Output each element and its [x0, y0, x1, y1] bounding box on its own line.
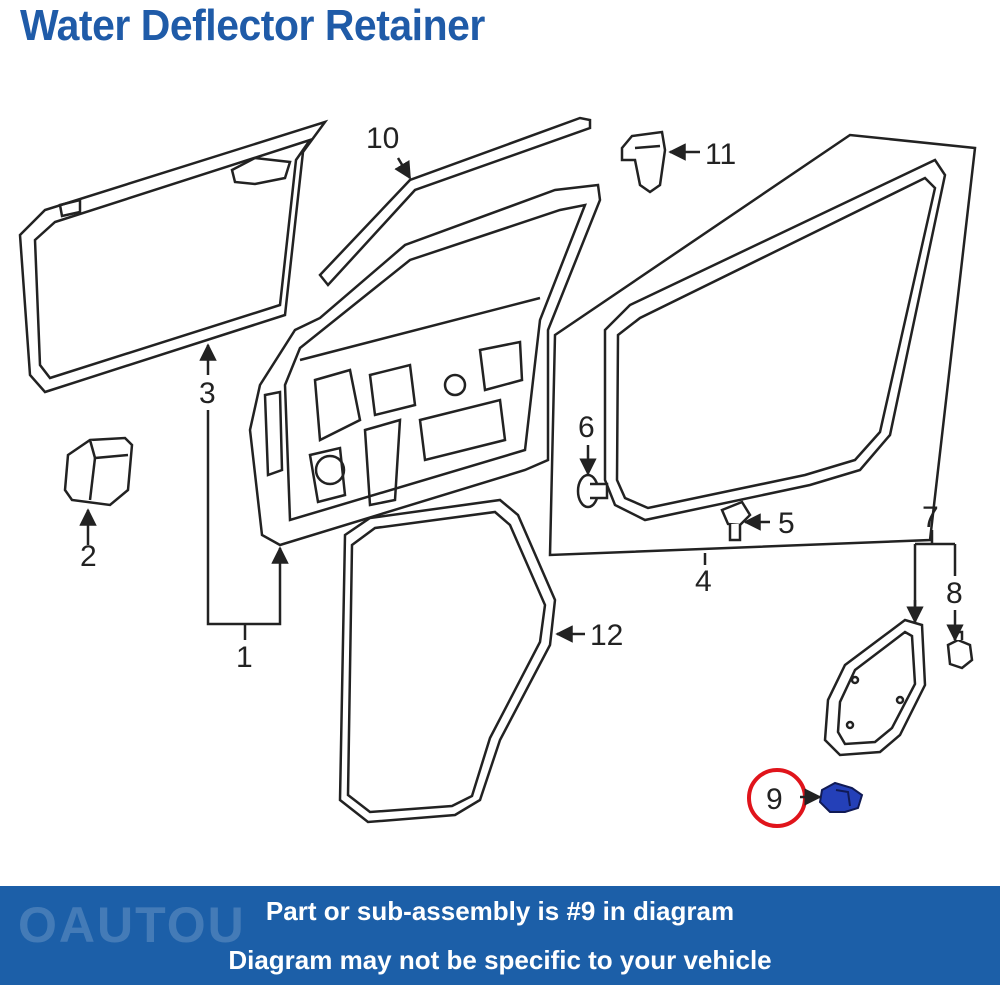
callout-1: 1: [236, 641, 253, 674]
body-opening-panel: [548, 133, 977, 557]
door-weatherstrip: [338, 498, 557, 824]
callout-12: 12: [590, 619, 623, 652]
callout-10: 10: [366, 122, 399, 155]
callout-4: 4: [695, 565, 712, 598]
push-clip-part-6: [576, 473, 609, 509]
callout-9: 9: [766, 783, 783, 816]
parts-diagram: 1 2 3 4 5 6 7 8 9 10 11 12: [18, 116, 977, 828]
clip-part-8: [946, 630, 974, 670]
inner-door-frame: [248, 183, 602, 547]
callout-3: 3: [199, 377, 216, 410]
callout-7: 7: [922, 501, 939, 534]
banner-line-disclaimer: Diagram may not be specific to your vehi…: [228, 945, 772, 975]
callout-5: 5: [778, 507, 795, 540]
hinge-bracket: [63, 436, 134, 507]
outer-door-panel: [18, 119, 329, 394]
callout-6: 6: [578, 411, 595, 444]
callout-11: 11: [705, 138, 736, 171]
water-deflector-retainer-part-9: [818, 781, 864, 813]
page-title: Water Deflector Retainer: [20, 1, 485, 50]
leader-lines: [79, 143, 964, 806]
water-deflector: [823, 618, 927, 757]
callout-8: 8: [946, 577, 963, 610]
clip-part-11: [620, 130, 667, 194]
window-channel-strip: [318, 116, 592, 287]
info-banner: Part or sub-assembly is #9 in diagram Di…: [0, 886, 1000, 985]
callout-2: 2: [80, 540, 97, 573]
banner-line-part-number: Part or sub-assembly is #9 in diagram: [265, 896, 735, 926]
brand-watermark: OAUTOU: [18, 897, 246, 953]
push-rivet-part-5: [720, 500, 752, 542]
